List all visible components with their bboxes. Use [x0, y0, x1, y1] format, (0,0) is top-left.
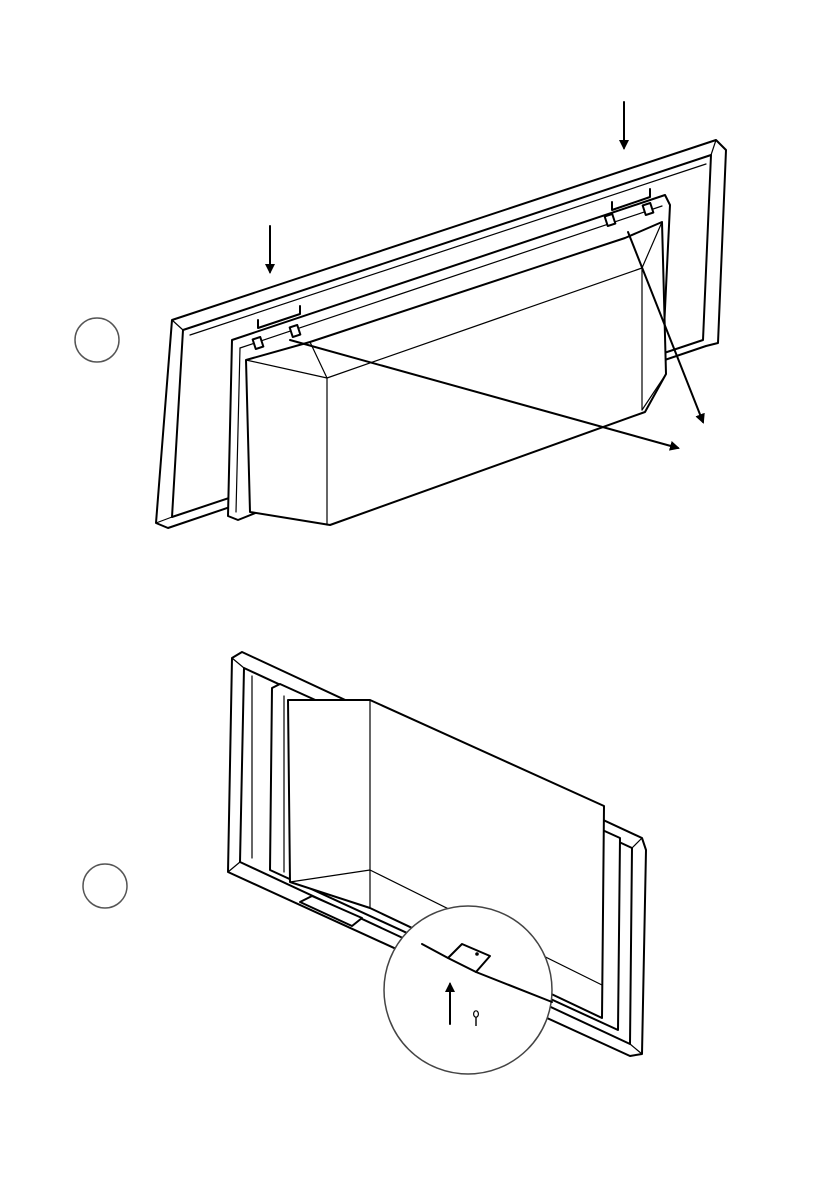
step-1-figure	[75, 102, 726, 528]
step-2-marker	[83, 864, 127, 908]
step-2-figure	[83, 652, 646, 1074]
detail-callout	[384, 906, 552, 1074]
step-1-marker	[75, 318, 119, 362]
